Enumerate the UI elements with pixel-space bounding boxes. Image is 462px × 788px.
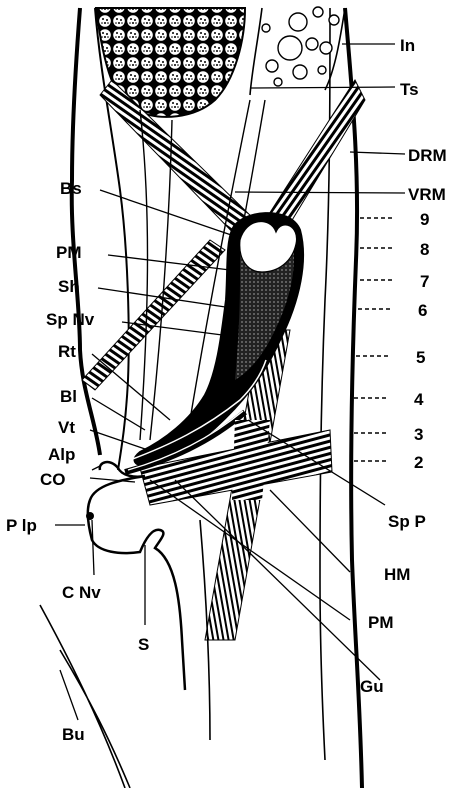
label-rt: Rt [58,342,76,361]
label-bu: Bu [62,725,85,744]
segment-8: 8 [420,240,429,259]
segment-2: 2 [414,453,423,472]
bu-outline [40,605,130,788]
bulb-base-hatch [232,420,270,500]
intestine-bubbles [262,7,339,86]
label-sh: Sh [58,277,80,296]
cephalic-nerve-dot [86,512,94,520]
diagonal-muscle-band [82,240,225,390]
segment-5: 5 [416,348,425,367]
label-in: In [400,36,415,55]
label-ts: Ts [400,80,419,99]
label-p-lp: P lp [6,516,37,535]
label-pm-upper: PM [56,243,82,262]
label-gu: Gu [360,677,384,696]
label-drm: DRM [408,146,447,165]
label-pm-lower: PM [368,613,394,632]
label-sp-p: Sp P [388,512,426,531]
label-vrm: VRM [408,185,446,204]
segment-ticks [354,218,392,461]
label-bs: Bs [60,179,82,198]
label-bl: Bl [60,387,77,406]
segment-7: 7 [420,272,429,291]
label-sp-nv: Sp Nv [46,310,95,329]
label-co: CO [40,470,66,489]
label-alp: Alp [48,445,75,464]
segment-4: 4 [414,390,424,409]
segment-9: 9 [420,210,429,229]
segment-3: 3 [414,425,423,444]
segment-6: 6 [418,301,427,320]
label-vt: Vt [58,418,75,437]
label-hm: HM [384,565,410,584]
label-s: S [138,635,149,654]
label-c-nv: C Nv [62,583,101,602]
